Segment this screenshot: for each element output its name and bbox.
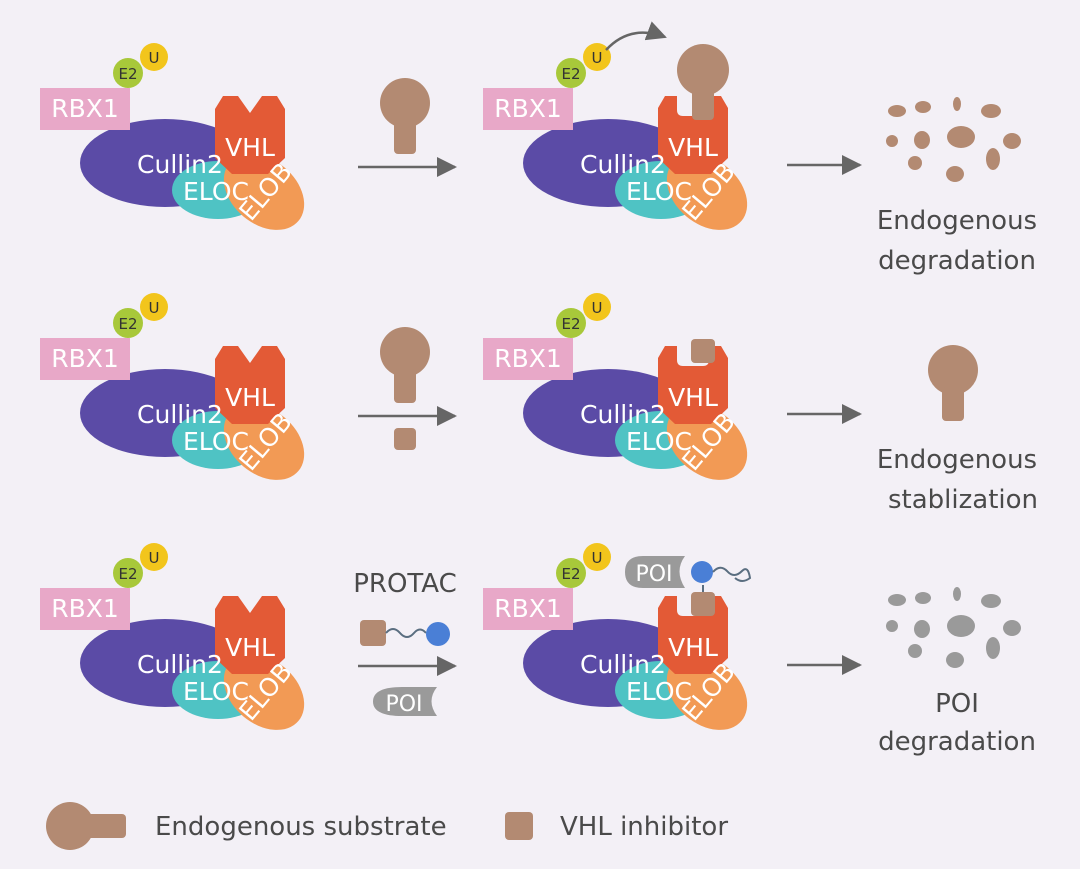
ub-label: U <box>592 49 603 67</box>
e2-label: E2 <box>118 565 137 583</box>
e2-label: E2 <box>118 315 137 333</box>
cullin2-label: Cullin2 <box>580 400 666 429</box>
poi-label: POI <box>635 562 672 587</box>
rbx1-label: RBX1 <box>494 594 562 623</box>
legend: Endogenous substrate VHL inhibitor <box>46 802 728 850</box>
e2-label: E2 <box>561 315 580 333</box>
cullin2-label: Cullin2 <box>137 400 223 429</box>
cullin2-label: Cullin2 <box>137 150 223 179</box>
e3-complex-row3-left: RBX1 Cullin2 VHL ELOC ELOB E2 U <box>40 543 320 746</box>
protac-icon <box>360 620 450 646</box>
outcome-line1: Endogenous <box>877 206 1037 236</box>
vhl-label: VHL <box>225 383 275 412</box>
e2-label: E2 <box>561 565 580 583</box>
cullin2-label: Cullin2 <box>137 650 223 679</box>
e3-complex-row2-left: RBX1 Cullin2 VHL ELOC ELOB E2 U <box>40 293 320 496</box>
outcome-line1: Endogenous <box>877 445 1037 475</box>
e3-complex-row1-left: RBX1 Cullin2 VHL ELOC ELOB E2 U <box>40 43 320 246</box>
vhl-inhibitor-icon <box>394 428 416 450</box>
e3-complex-row2-right: RBX1 Cullin2 VHL ELOC ELOB E2 U <box>483 293 763 496</box>
ternary-complex: POI <box>625 556 752 616</box>
outcome-line2: degradation <box>878 246 1036 276</box>
ub-label: U <box>592 549 603 567</box>
ub-label: U <box>149 299 160 317</box>
outcome-line2: stablization <box>888 485 1038 515</box>
legend-substrate-icon <box>46 802 126 850</box>
rbx1-label: RBX1 <box>494 344 562 373</box>
e3-complex-row3-right: RBX1 Cullin2 VHL ELOC ELOB E2 U <box>483 543 763 746</box>
e2-label: E2 <box>118 65 137 83</box>
row-3: RBX1 Cullin2 VHL ELOC ELOB E2 U PROTAC P… <box>40 543 1036 757</box>
legend-inhibitor-label: VHL inhibitor <box>560 812 728 842</box>
eloc-label: ELOC <box>183 427 249 456</box>
eloc-label: ELOC <box>626 677 692 706</box>
vhl-label: VHL <box>225 133 275 162</box>
eloc-label: ELOC <box>626 427 692 456</box>
vhl-label: VHL <box>225 633 275 662</box>
vhl-label: VHL <box>668 133 718 162</box>
stable-substrate <box>928 345 978 421</box>
eloc-label: ELOC <box>183 677 249 706</box>
degraded-poi-fragments <box>886 587 1021 668</box>
bound-inhibitor <box>691 339 715 363</box>
cullin2-label: Cullin2 <box>580 650 666 679</box>
e3-complex-row1-right: RBX1 Cullin2 VHL ELOC ELOB E2 U <box>483 43 763 246</box>
rbx1-label: RBX1 <box>51 344 119 373</box>
legend-substrate-label: Endogenous substrate <box>155 812 447 842</box>
rbx1-label: RBX1 <box>51 594 119 623</box>
ub-transfer-arrow <box>605 21 667 51</box>
poi-label: POI <box>385 692 422 717</box>
legend-inhibitor-icon <box>505 812 533 840</box>
cullin2-label: Cullin2 <box>580 150 666 179</box>
outcome-line1: POI <box>935 689 979 719</box>
ub-label: U <box>592 299 603 317</box>
outcome-line2: degradation <box>878 727 1036 757</box>
ub-label: U <box>149 49 160 67</box>
ub-label: U <box>149 549 160 567</box>
rbx1-label: RBX1 <box>51 94 119 123</box>
vhl-label: VHL <box>668 383 718 412</box>
row-2: RBX1 Cullin2 VHL ELOC ELOB E2 U RBX1 Cul… <box>40 293 1038 515</box>
degraded-fragments <box>886 97 1021 182</box>
bound-substrate <box>677 44 729 120</box>
e2-label: E2 <box>561 65 580 83</box>
eloc-label: ELOC <box>626 177 692 206</box>
substrate-icon <box>380 327 430 403</box>
rbx1-label: RBX1 <box>494 94 562 123</box>
row-1: RBX1 Cullin2 VHL ELOC ELOB E2 U RBX1 Cul… <box>40 21 1037 276</box>
vhl-label: VHL <box>668 633 718 662</box>
protac-label: PROTAC <box>353 569 457 599</box>
poi-icon: POI <box>373 687 437 717</box>
eloc-label: ELOC <box>183 177 249 206</box>
substrate-icon <box>380 78 430 154</box>
